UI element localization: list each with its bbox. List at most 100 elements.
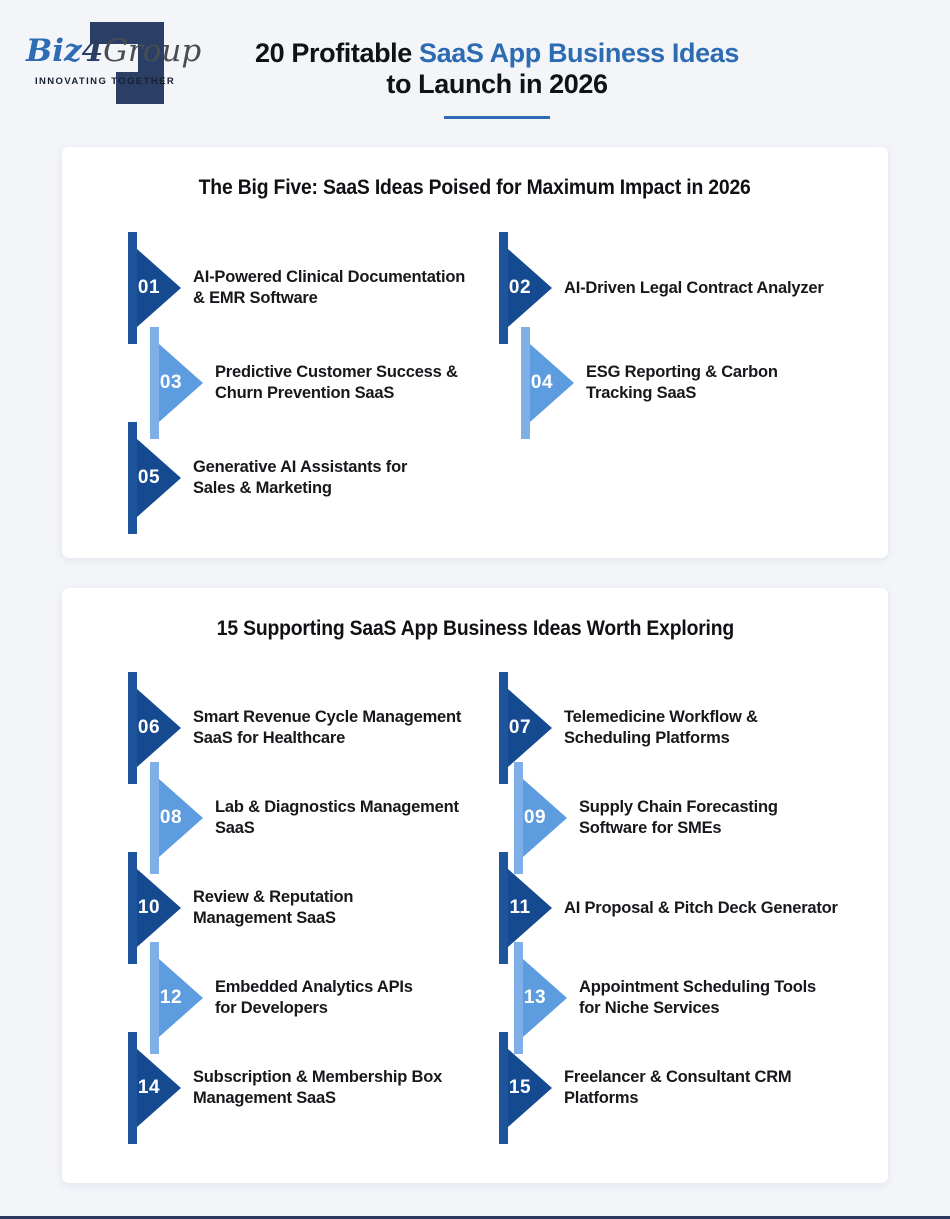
arrow-triangle [137,1049,181,1127]
idea-label-line2: Software for SMEs [579,819,722,837]
idea-label-line1: ESG Reporting & Carbon [586,363,778,381]
arrow-bar [499,672,508,784]
idea-item-03: 03 Predictive Customer Success &Churn Pr… [150,327,458,439]
idea-label: AI-Driven Legal Contract Analyzer [564,278,824,299]
idea-label-line2: Scheduling Platforms [564,729,730,747]
idea-number: 12 [159,987,183,1008]
arrow-triangle [159,959,203,1037]
idea-label: Telemedicine Workflow &Scheduling Platfo… [564,707,758,749]
arrow-bar [128,672,137,784]
arrow-triangle [137,439,181,517]
idea-number: 14 [137,1077,161,1098]
idea-number: 03 [159,372,183,393]
arrow-bar [128,1032,137,1144]
idea-number: 04 [530,372,554,393]
arrow-triangle [508,869,552,947]
idea-number: 13 [523,987,547,1008]
card-supporting-heading: 15 Supporting SaaS App Business Ideas Wo… [62,588,888,641]
arrow-marker-icon: 05 [128,422,181,534]
arrow-bar [150,942,159,1054]
arrow-marker-icon: 14 [128,1032,181,1144]
idea-label: Freelancer & Consultant CRM Platforms [564,1067,792,1109]
idea-number: 01 [137,277,161,298]
idea-number: 07 [508,717,532,738]
arrow-bar [128,422,137,534]
arrow-bar [514,762,523,874]
page-title: 20 Profitable SaaS App Business Ideas to… [44,38,950,119]
idea-label-line2: Churn Prevention SaaS [215,384,395,402]
idea-item-15: 15 Freelancer & Consultant CRM Platforms [499,1032,792,1144]
logo-wordmark: Biz4Group [26,34,201,68]
arrow-bar [150,762,159,874]
idea-label-line1: Review & Reputation [193,888,354,906]
page-title-line2: to Launch in 2026 [386,69,608,99]
idea-label-line1: AI-Driven Legal Contract Analyzer [564,278,824,297]
title-highlight: SaaS App Business Ideas [419,38,739,68]
idea-label-line2: Platforms [564,1089,639,1107]
arrow-marker-icon: 15 [499,1032,552,1144]
arrow-bar [521,327,530,439]
card-big-five: The Big Five: SaaS Ideas Poised for Maxi… [62,147,888,558]
arrow-triangle [137,689,181,767]
card-supporting-ideas: 15 Supporting SaaS App Business Ideas Wo… [62,588,888,1183]
arrow-bar [514,942,523,1054]
arrow-bar [150,327,159,439]
arrow-marker-icon: 08 [150,762,203,874]
idea-label-line2: SaaS [215,819,255,837]
arrow-triangle [137,249,181,327]
arrow-marker-icon: 06 [128,672,181,784]
idea-label-line1: Smart Revenue Cycle Management [193,708,462,726]
arrow-marker-icon: 12 [150,942,203,1054]
arrow-triangle [159,344,203,422]
arrow-triangle [523,959,567,1037]
logo-tagline: INNOVATING TOGETHER [35,76,176,87]
arrow-triangle [508,689,552,767]
idea-label-line1: Freelancer & Consultant CRM [564,1068,792,1086]
arrow-bar [499,232,508,344]
idea-label: AI-Powered Clinical Documentation& EMR S… [193,267,465,309]
arrow-marker-icon: 10 [128,852,181,964]
idea-number: 15 [508,1077,532,1098]
idea-number: 09 [523,807,547,828]
arrow-triangle [523,779,567,857]
idea-item-11: 11 AI Proposal & Pitch Deck Generator [499,852,838,964]
idea-item-01: 01 AI-Powered Clinical Documentation& EM… [128,232,465,344]
idea-number: 08 [159,807,183,828]
arrow-triangle [530,344,574,422]
idea-label-line1: Supply Chain Forecasting [579,798,778,816]
arrow-marker-icon: 09 [514,762,567,874]
arrow-triangle [159,779,203,857]
arrow-marker-icon: 02 [499,232,552,344]
arrow-bar [128,232,137,344]
arrow-marker-icon: 07 [499,672,552,784]
arrow-triangle [137,869,181,947]
arrow-marker-icon: 13 [514,942,567,1054]
arrow-triangle [508,1049,552,1127]
idea-label-line1: AI-Powered Clinical Documentation [193,268,466,286]
idea-label-line2: Management SaaS [193,1089,336,1107]
idea-label-line2: SaaS for Healthcare [193,729,346,747]
logo-word-biz: Biz [26,33,82,69]
idea-label-line1: Embedded Analytics APIs [215,978,413,996]
arrow-marker-icon: 01 [128,232,181,344]
idea-label-line1: Lab & Diagnostics Management [215,798,459,816]
idea-item-02: 02 AI-Driven Legal Contract Analyzer [499,232,824,344]
idea-label: Predictive Customer Success &Churn Preve… [215,362,458,404]
page-title-line1: 20 Profitable SaaS App Business Ideas [44,38,950,69]
logo-word-group: Group [103,33,202,69]
card-big-five-heading: The Big Five: SaaS Ideas Poised for Maxi… [62,147,888,200]
card-big-five-heading-text: The Big Five: SaaS Ideas Poised for Maxi… [199,175,751,199]
arrow-marker-icon: 04 [521,327,574,439]
idea-label-line2: for Niche Services [579,999,720,1017]
idea-label-line2: Sales & Marketing [193,479,332,497]
